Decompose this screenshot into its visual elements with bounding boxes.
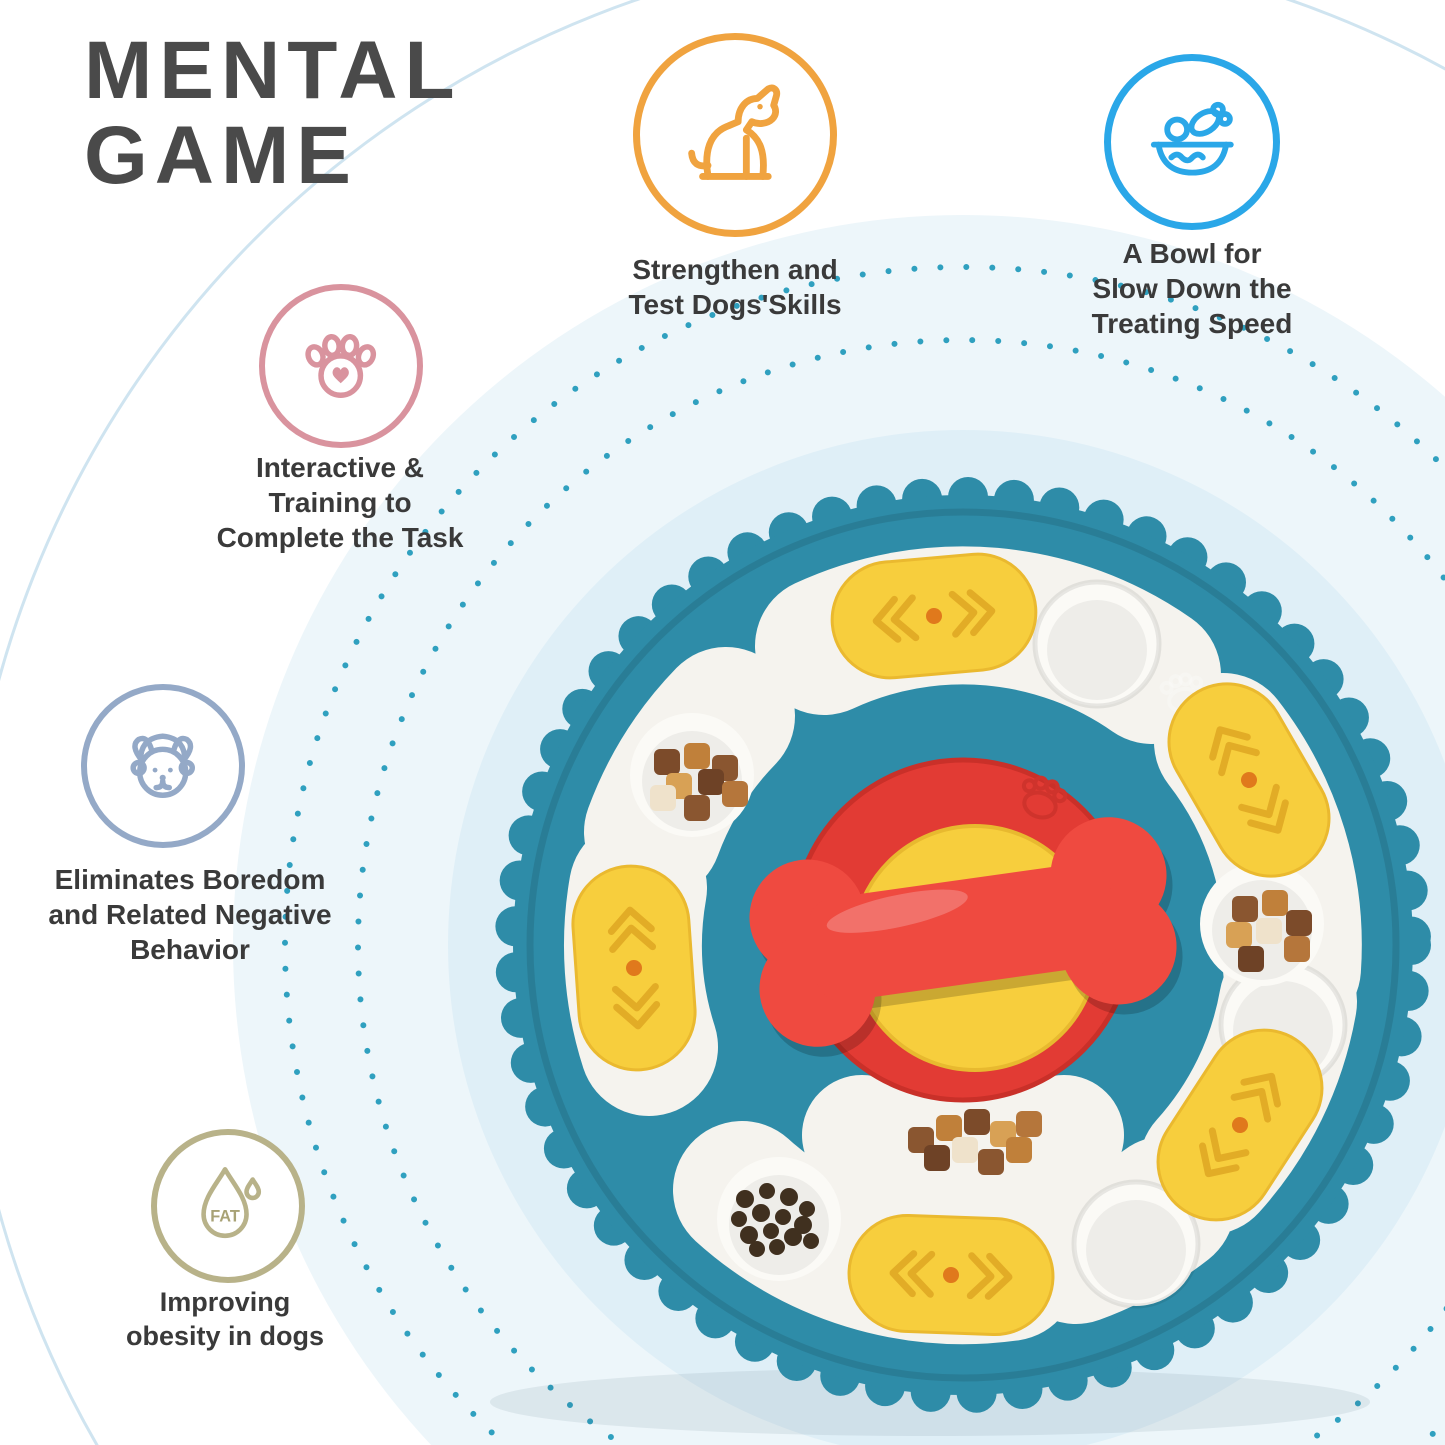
food-compartment bbox=[1032, 579, 1162, 709]
dotted-arc-outer bbox=[282, 264, 1445, 1445]
feature-interactive-badge bbox=[259, 284, 423, 448]
product-puzzle-toy bbox=[490, 477, 1431, 1436]
treats-right bbox=[1200, 862, 1324, 986]
yellow-slider bbox=[1167, 682, 1331, 878]
rim-shade bbox=[526, 508, 1400, 1382]
title-line-1: MENTAL bbox=[84, 25, 462, 116]
sliders bbox=[571, 552, 1331, 1337]
dog-face-icon bbox=[130, 733, 196, 799]
bone-handle bbox=[749, 817, 1177, 1047]
sitting-dog-icon bbox=[687, 84, 780, 180]
fat-drop-text: FAT bbox=[210, 1207, 240, 1225]
dotted-arc-inner bbox=[355, 337, 1445, 1445]
feature-boredom-badge bbox=[81, 684, 245, 848]
feature-interactive-label: Interactive & Training to Complete the T… bbox=[216, 452, 464, 553]
feature-bowl-label: A Bowl for Slow Down the Treating Speed bbox=[1091, 238, 1293, 339]
title-line-2: GAME bbox=[84, 110, 358, 202]
treats-center bbox=[908, 1109, 1042, 1175]
feature-boredom-label: Eliminates Boredom and Related Negative … bbox=[48, 864, 332, 965]
empty-compartments bbox=[1032, 579, 1348, 1309]
feature-skills-label: Strengthen and Test Dogs'Skills bbox=[628, 254, 842, 320]
dog-bowl-icon bbox=[1150, 101, 1234, 176]
yellow-slider bbox=[571, 864, 697, 1072]
feature-obesity-label: Improving obesity in dogs bbox=[125, 1287, 325, 1351]
paw-heart-icon bbox=[305, 334, 377, 399]
food-compartment bbox=[1071, 1179, 1201, 1309]
treats-upper-left bbox=[630, 713, 754, 837]
yellow-slider bbox=[830, 552, 1038, 680]
paw-print-red bbox=[1021, 775, 1068, 820]
yellow-slider bbox=[1156, 1028, 1324, 1222]
page-title: MENTAL GAME bbox=[84, 28, 462, 199]
feature-skills-badge bbox=[633, 33, 837, 237]
kibble-compartment bbox=[717, 1157, 841, 1281]
fat-drop-icon: FAT bbox=[201, 1166, 261, 1238]
feature-obesity-badge: FAT bbox=[151, 1129, 305, 1283]
feature-bowl-badge bbox=[1104, 54, 1280, 230]
yellow-slider bbox=[847, 1213, 1055, 1337]
